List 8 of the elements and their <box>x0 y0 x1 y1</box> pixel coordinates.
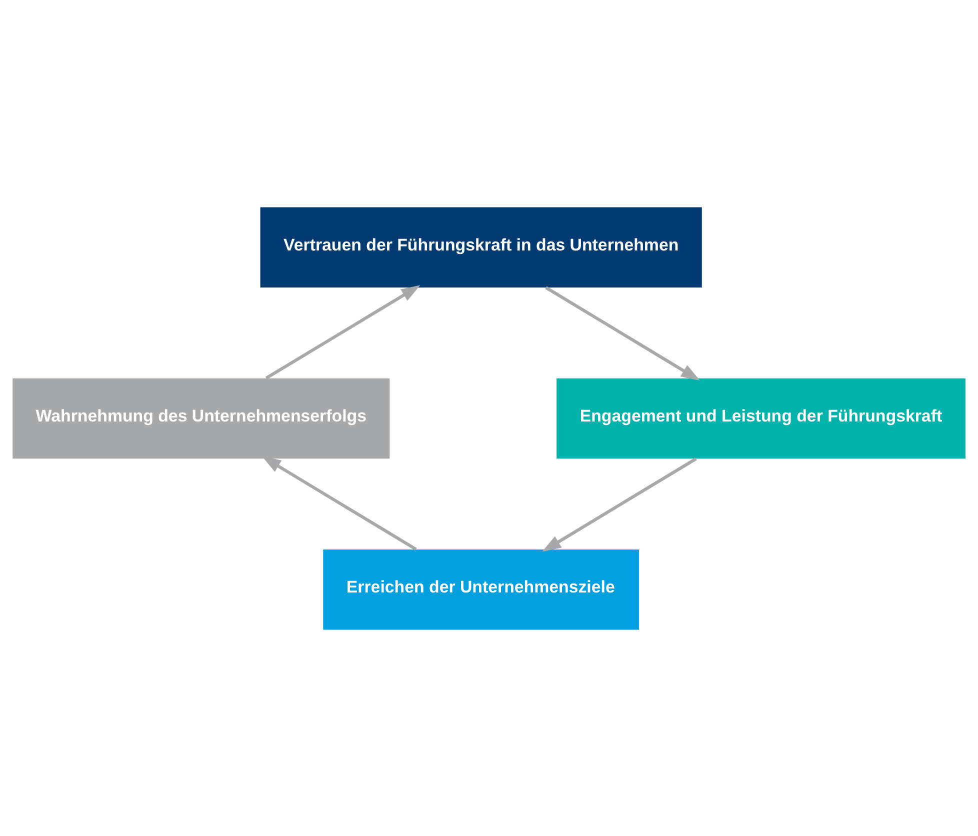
node-box: Engagement und Leistung der Führungskraft <box>556 378 966 458</box>
arrow <box>265 284 420 380</box>
arrow <box>545 286 700 380</box>
arrow <box>542 456 697 552</box>
node-box: Wahrnehmung des Unternehmenserfolgs <box>12 378 390 458</box>
arrow <box>262 456 417 550</box>
node-box: Erreichen der Unternehmensziele <box>323 549 639 630</box>
node-box: Vertrauen der Führungskraft in das Unternehmen <box>260 206 702 287</box>
